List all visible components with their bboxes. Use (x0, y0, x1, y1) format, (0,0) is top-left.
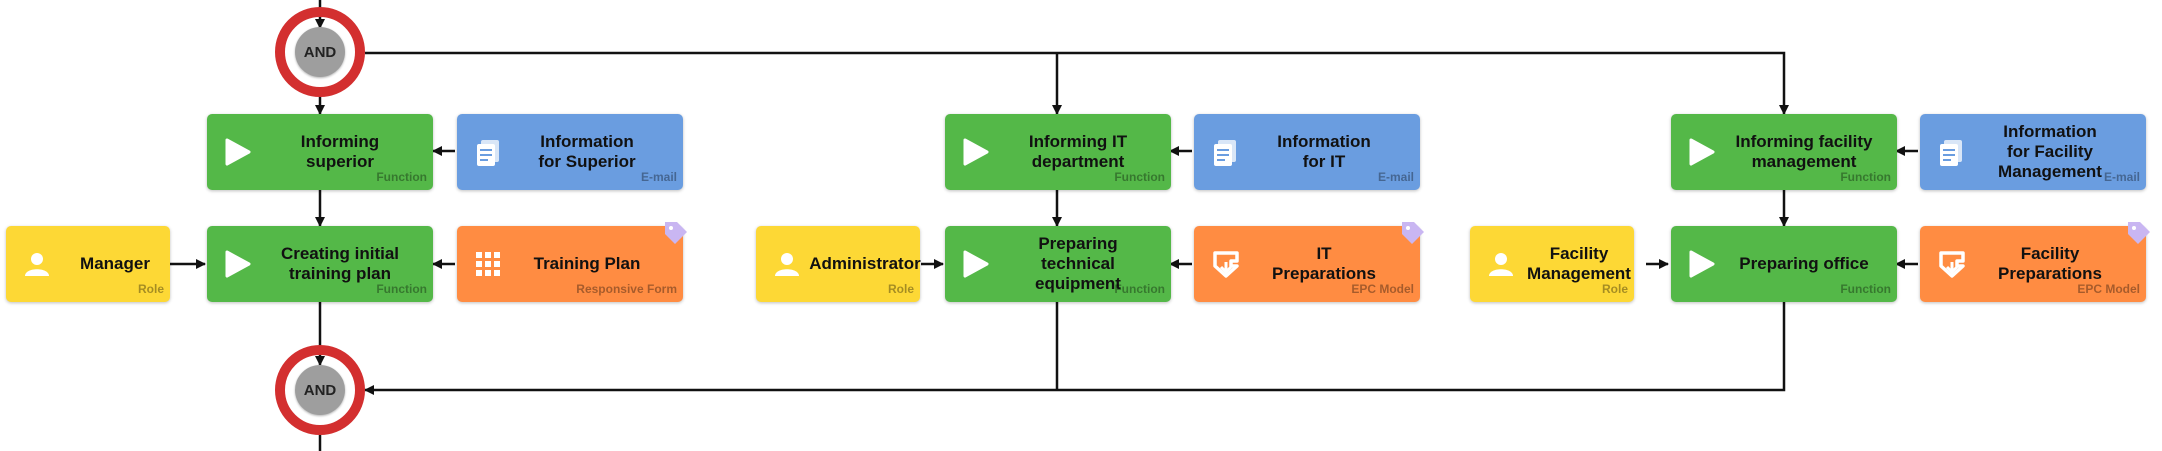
node-label: Informing IT department (1028, 132, 1128, 171)
node-type: Function (376, 282, 427, 296)
node-type: Role (1601, 282, 1628, 296)
gate-label: AND (295, 27, 345, 77)
gate-label: AND (295, 365, 345, 415)
node-type: E-mail (640, 170, 677, 184)
play-icon (963, 250, 989, 278)
node-type: Role (887, 282, 914, 296)
play-icon (225, 138, 251, 166)
node-type: Function (1840, 170, 1891, 184)
node-type: Role (137, 282, 164, 296)
role-administrator[interactable]: Administrator Role (756, 226, 921, 302)
function-informing-it-department[interactable]: Informing IT department Function (945, 114, 1171, 190)
node-type: E-mail (2103, 170, 2140, 184)
person-icon (775, 253, 799, 276)
email-information-for-facility-management[interactable]: Information for Facility Management E-ma… (1920, 114, 2146, 190)
function-preparing-technical-equipment[interactable]: Preparing technical equipment Function (945, 226, 1171, 302)
tag-icon (2128, 222, 2150, 244)
node-type: Function (1114, 170, 1165, 184)
and-split-gate[interactable]: AND (275, 7, 365, 97)
function-preparing-office[interactable]: Preparing office Function (1671, 226, 1897, 302)
form-training-plan[interactable]: Training Plan Responsive Form (457, 222, 687, 302)
epc-model-facility-preparations[interactable]: Facility Preparations EPC Model (1920, 222, 2150, 302)
node-label: Facility Management (1527, 244, 1631, 283)
node-type: Responsive Form (576, 282, 677, 296)
role-manager[interactable]: Manager Role (6, 226, 170, 302)
email-information-for-superior[interactable]: Information for Superior E-mail (457, 114, 683, 190)
play-icon (963, 138, 989, 166)
node-type: EPC Model (1351, 282, 1414, 296)
tag-icon (665, 222, 687, 244)
document-stack-icon (477, 140, 499, 166)
play-icon (1689, 250, 1715, 278)
node-type: Function (376, 170, 427, 184)
node-label: Information for IT (1277, 132, 1371, 171)
function-informing-superior[interactable]: Informing superior Function (207, 114, 433, 190)
play-icon (1689, 138, 1715, 166)
edge-func-join-3 (364, 302, 1786, 395)
email-information-for-it[interactable]: Information for IT E-mail (1194, 114, 1420, 190)
node-label: Information for Facility Management (1998, 122, 2102, 181)
node-label: Facility Preparations (1998, 244, 2102, 283)
epc-model-it-preparations[interactable]: IT Preparations EPC Model (1194, 222, 1424, 302)
function-informing-facility-management[interactable]: Informing facility management Function (1671, 114, 1897, 190)
document-stack-icon (1214, 140, 1236, 166)
node-type: Function (1114, 282, 1165, 296)
grid-icon (476, 252, 500, 276)
play-icon (225, 250, 251, 278)
node-label: Manager (80, 254, 150, 273)
node-label: Training Plan (533, 254, 641, 273)
person-icon (25, 253, 49, 276)
node-label: Informing superior (300, 132, 380, 171)
tag-icon (1402, 222, 1424, 244)
node-label: Informing facility management (1735, 132, 1873, 171)
role-facility-management[interactable]: Facility Management Role (1470, 226, 1634, 302)
edge-split-lane3 (365, 51, 1789, 115)
node-label: Information for Superior (538, 132, 636, 171)
epc-model-icon (1939, 251, 1965, 278)
epc-model-icon (1213, 251, 1239, 278)
node-type: E-mail (1377, 170, 1414, 184)
person-icon (1489, 253, 1513, 276)
document-stack-icon (1940, 140, 1962, 166)
node-label: Preparing office (1739, 254, 1869, 273)
and-join-gate[interactable]: AND (275, 345, 365, 435)
node-label: Creating initial training plan (280, 244, 400, 283)
node-type: Function (1840, 282, 1891, 296)
node-label: IT Preparations (1272, 244, 1376, 283)
function-creating-initial-training-plan[interactable]: Creating initial training plan Function (207, 226, 433, 302)
node-type: EPC Model (2077, 282, 2140, 296)
node-label: Administrator (809, 254, 921, 273)
node-label: Preparing technical equipment (1035, 234, 1121, 293)
